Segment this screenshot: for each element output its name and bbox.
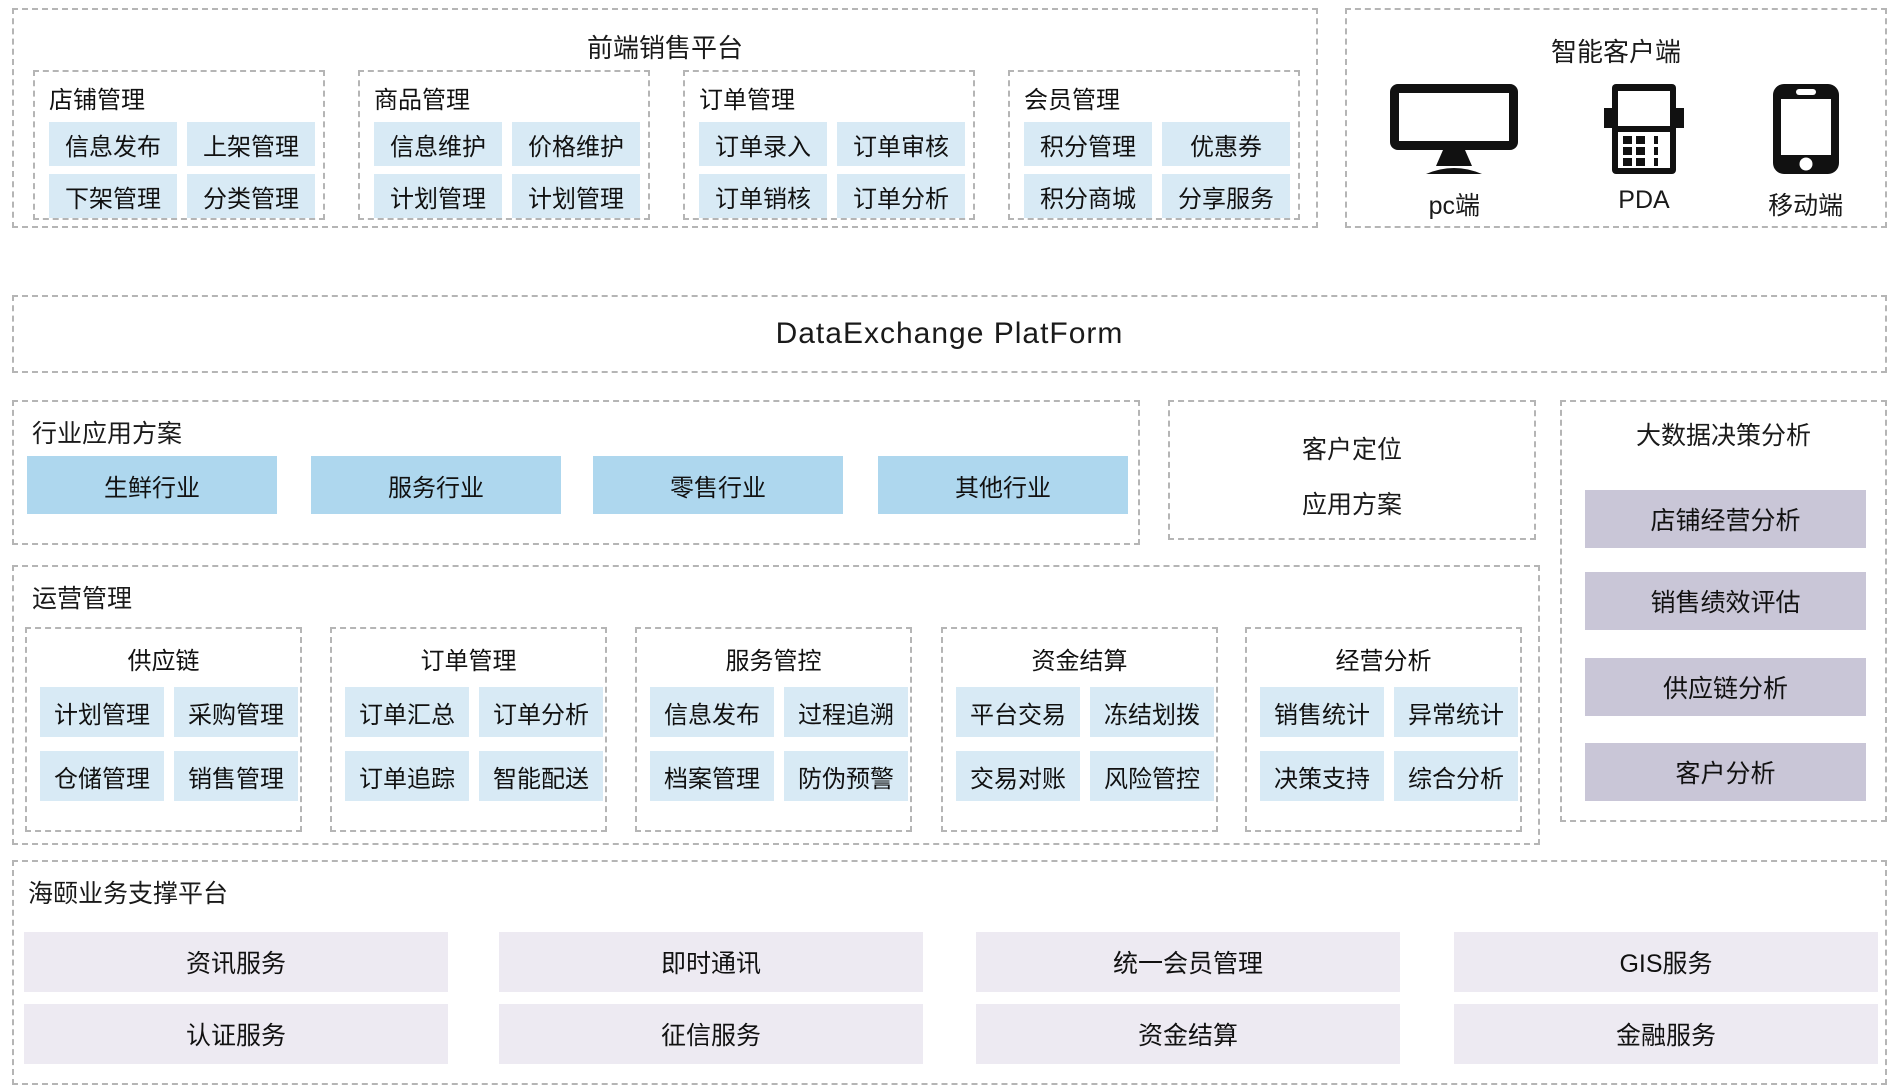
- data-exchange-box: DataExchange PlatForm: [12, 295, 1887, 373]
- chip: 下架管理: [49, 174, 177, 218]
- chip: 统一会员管理: [976, 932, 1400, 992]
- chip: 订单销核: [699, 174, 827, 218]
- chip: 即时通讯: [499, 932, 923, 992]
- chip: 服务行业: [311, 456, 561, 514]
- desktop-icon: [1388, 82, 1520, 176]
- chip: 金融服务: [1454, 1004, 1878, 1064]
- bigdata-analysis-box: 大数据决策分析 店铺经营分析 销售绩效评估 供应链分析 客户分析: [1560, 400, 1887, 822]
- chip: 冻结划拨: [1090, 687, 1214, 737]
- chip: 计划管理: [512, 174, 640, 218]
- chip: 信息发布: [49, 122, 177, 166]
- frontend-platform-title: 前端销售平台: [586, 33, 743, 63]
- frontend-platform-box: 前端销售平台 店铺管理 信息发布 上架管理 下架管理 分类管理 商品管理 信息维…: [12, 8, 1318, 228]
- group-fund-settlement: 资金结算 平台交易 冻结划拨 交易对账 风险管控: [941, 627, 1218, 832]
- group-business-analysis: 经营分析 销售统计 异常统计 决策支持 综合分析: [1245, 627, 1522, 832]
- chip: 零售行业: [593, 456, 843, 514]
- chip: 订单录入: [699, 122, 827, 166]
- group-supply-chain: 供应链 计划管理 采购管理 仓储管理 销售管理: [25, 627, 302, 832]
- chip: 积分管理: [1024, 122, 1152, 166]
- smart-client-title: 智能客户端: [1550, 37, 1681, 67]
- chip: 计划管理: [40, 687, 164, 737]
- chip: 上架管理: [187, 122, 315, 166]
- group-title: 经营分析: [1335, 648, 1432, 675]
- chip: 优惠券: [1162, 122, 1290, 166]
- chip: 订单审核: [837, 122, 965, 166]
- device-label: PDA: [1618, 186, 1670, 214]
- chip: 异常统计: [1394, 687, 1518, 737]
- chip: 信息维护: [374, 122, 502, 166]
- chip: 过程追溯: [784, 687, 908, 737]
- chip: 采购管理: [174, 687, 298, 737]
- device-label: 移动端: [1768, 192, 1844, 220]
- bigdata-analysis-title: 大数据决策分析: [1635, 422, 1811, 450]
- chip: 征信服务: [499, 1004, 923, 1064]
- chip: 客户分析: [1585, 743, 1866, 801]
- device-label: pc端: [1428, 192, 1481, 220]
- support-platform-title: 海颐业务支撑平台: [28, 880, 229, 908]
- chip: 生鲜行业: [27, 456, 277, 514]
- group-title: 店铺管理: [49, 87, 145, 114]
- group-store-management: 店铺管理 信息发布 上架管理 下架管理 分类管理: [33, 70, 325, 220]
- chip: 订单分析: [479, 687, 603, 737]
- chip: 店铺经营分析: [1585, 490, 1866, 548]
- chip: 销售绩效评估: [1585, 572, 1866, 630]
- chip: 档案管理: [650, 751, 774, 801]
- chip: 分享服务: [1162, 174, 1290, 218]
- group-title: 商品管理: [374, 87, 470, 114]
- customer-positioning-line1: 客户定位: [1301, 436, 1402, 464]
- chip: 销售统计: [1260, 687, 1384, 737]
- data-exchange-title: DataExchange PlatForm: [775, 317, 1124, 350]
- device-pda: PDA: [1603, 82, 1685, 215]
- device-mobile: 移动端: [1768, 82, 1844, 222]
- chip: 平台交易: [956, 687, 1080, 737]
- mobile-icon: [1768, 82, 1844, 176]
- device-pc: pc端: [1388, 82, 1520, 222]
- chip: 其他行业: [878, 456, 1128, 514]
- chip: 防伪预警: [784, 751, 908, 801]
- chip: 订单追踪: [345, 751, 469, 801]
- chip: 风险管控: [1090, 751, 1214, 801]
- chip: 智能配送: [479, 751, 603, 801]
- group-product-management: 商品管理 信息维护 价格维护 计划管理 计划管理: [358, 70, 650, 220]
- device-row: pc端: [1347, 82, 1885, 222]
- chip: 资讯服务: [24, 932, 448, 992]
- support-platform-box: 海颐业务支撑平台 资讯服务 即时通讯 统一会员管理 GIS服务 认证服务 征信服…: [12, 860, 1887, 1085]
- operations-title: 运营管理: [32, 585, 133, 613]
- industry-solutions-title: 行业应用方案: [32, 420, 183, 448]
- group-service-control: 服务管控 信息发布 过程追溯 档案管理 防伪预警: [635, 627, 912, 832]
- pda-icon: [1603, 82, 1685, 176]
- chip: 交易对账: [956, 751, 1080, 801]
- chip: 分类管理: [187, 174, 315, 218]
- group-order-management: 订单管理 订单录入 订单审核 订单销核 订单分析: [683, 70, 975, 220]
- smart-client-box: 智能客户端 pc端: [1345, 8, 1887, 228]
- chip: 销售管理: [174, 751, 298, 801]
- customer-positioning-line2: 应用方案: [1301, 491, 1402, 519]
- customer-positioning-box: 客户定位 应用方案: [1168, 400, 1536, 540]
- group-title: 订单管理: [420, 648, 517, 675]
- chip: 信息发布: [650, 687, 774, 737]
- industry-solutions-box: 行业应用方案 生鲜行业 服务行业 零售行业 其他行业: [12, 400, 1140, 545]
- chip: 资金结算: [976, 1004, 1400, 1064]
- chip: 决策支持: [1260, 751, 1384, 801]
- chip: 订单分析: [837, 174, 965, 218]
- group-title: 服务管控: [725, 648, 822, 675]
- chip: GIS服务: [1454, 932, 1878, 992]
- chip: 供应链分析: [1585, 658, 1866, 716]
- group-member-management: 会员管理 积分管理 优惠券 积分商城 分享服务: [1008, 70, 1300, 220]
- group-op-order-management: 订单管理 订单汇总 订单分析 订单追踪 智能配送: [330, 627, 607, 832]
- chip: 认证服务: [24, 1004, 448, 1064]
- group-title: 会员管理: [1024, 87, 1120, 114]
- chip: 综合分析: [1394, 751, 1518, 801]
- group-title: 订单管理: [699, 87, 795, 114]
- chip: 订单汇总: [345, 687, 469, 737]
- group-title: 供应链: [127, 648, 200, 675]
- chip: 计划管理: [374, 174, 502, 218]
- chip: 积分商城: [1024, 174, 1152, 218]
- operations-box: 运营管理 供应链 计划管理 采购管理 仓储管理 销售管理 订单管理 订单汇总 订…: [12, 565, 1540, 845]
- group-title: 资金结算: [1031, 648, 1128, 675]
- chip: 价格维护: [512, 122, 640, 166]
- chip: 仓储管理: [40, 751, 164, 801]
